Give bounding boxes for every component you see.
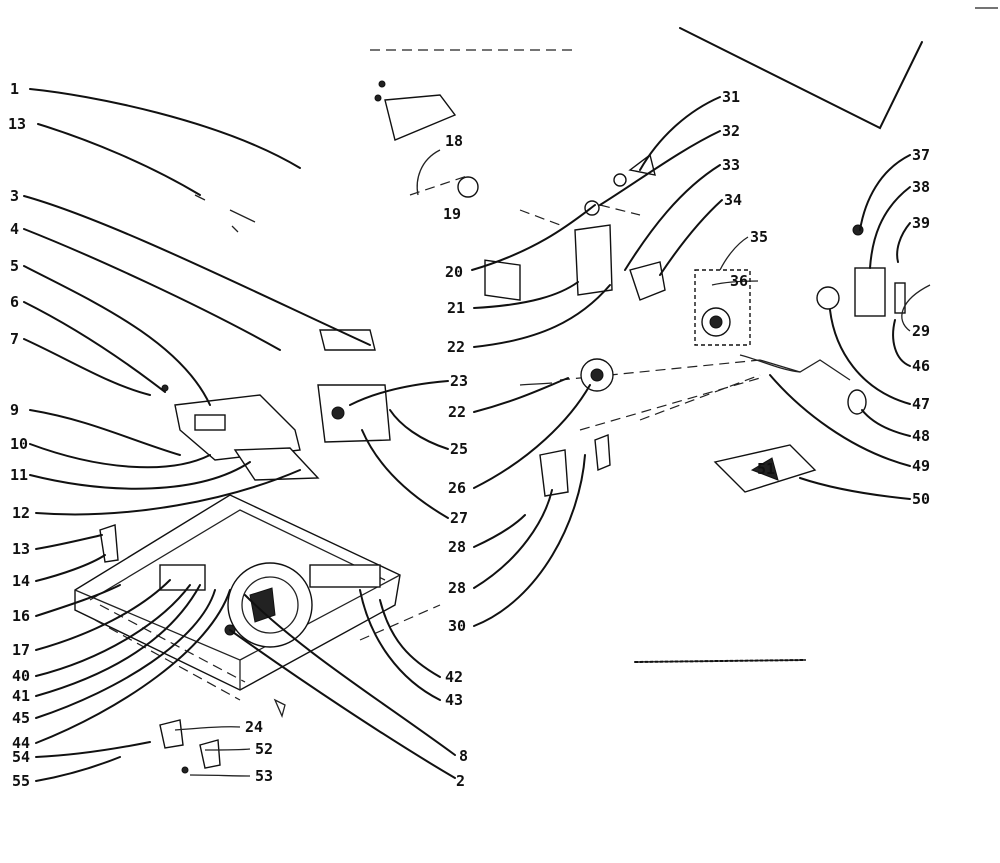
callout-54: 54 bbox=[12, 748, 30, 766]
callout-3: 3 bbox=[10, 187, 19, 205]
part-terminal-housing bbox=[161, 384, 320, 481]
callout-35: 35 bbox=[750, 228, 768, 246]
callout-11: 11 bbox=[10, 466, 28, 484]
part-cover-plate bbox=[374, 80, 457, 141]
callout-4: 4 bbox=[10, 220, 19, 238]
part-motor-bracket bbox=[409, 174, 641, 301]
callout-51: 51 bbox=[757, 460, 775, 478]
callout-45: 45 bbox=[12, 709, 30, 727]
part-base-housing bbox=[74, 494, 441, 701]
callout-42: 42 bbox=[445, 668, 463, 686]
callout-34: 34 bbox=[724, 191, 742, 209]
leader-lines bbox=[23, 88, 931, 782]
callout-14: 14 bbox=[12, 572, 30, 590]
callout-50: 50 bbox=[912, 490, 930, 508]
part-shaft-assembly bbox=[539, 358, 851, 497]
callout-20: 20 bbox=[445, 263, 463, 281]
rule-lines bbox=[370, 7, 998, 663]
callout-24: 24 bbox=[245, 718, 263, 736]
callout-26: 26 bbox=[448, 479, 466, 497]
callout-23: 23 bbox=[450, 372, 468, 390]
callout-12: 12 bbox=[12, 504, 30, 522]
callout-2: 2 bbox=[456, 772, 465, 790]
callout-33: 33 bbox=[722, 156, 740, 174]
callout-labels: 1 13 3 4 5 6 7 9 10 11 12 13 14 16 17 40… bbox=[8, 80, 930, 790]
callout-22: 22 bbox=[448, 403, 466, 421]
callout-21: 21 bbox=[447, 299, 465, 317]
callout-52: 52 bbox=[255, 740, 273, 758]
callout-1: 1 bbox=[10, 80, 19, 98]
callout-43: 43 bbox=[445, 691, 463, 709]
callout-32: 32 bbox=[722, 122, 740, 140]
callout-8: 8 bbox=[459, 747, 468, 765]
callout-40: 40 bbox=[12, 667, 30, 685]
callout-7: 7 bbox=[10, 330, 19, 348]
callout-5: 5 bbox=[10, 257, 19, 275]
callout-47: 47 bbox=[912, 395, 930, 413]
callout-10: 10 bbox=[10, 435, 28, 453]
callout-48: 48 bbox=[912, 427, 930, 445]
callout-53: 53 bbox=[255, 767, 273, 785]
callout-16: 16 bbox=[12, 607, 30, 625]
callout-29-right: 29 bbox=[912, 322, 930, 340]
callout-29: 28 bbox=[448, 579, 466, 597]
part-relay-block bbox=[317, 329, 391, 443]
callout-36: 36 bbox=[730, 272, 748, 290]
callout-31: 31 bbox=[722, 88, 740, 106]
callout-37: 37 bbox=[912, 146, 930, 164]
callout-27: 27 bbox=[450, 509, 468, 527]
callout-41: 41 bbox=[12, 687, 30, 705]
callout-6: 6 bbox=[10, 293, 19, 311]
callout-18: 18 bbox=[445, 132, 463, 150]
callout-13: 13 bbox=[12, 540, 30, 558]
callout-13-top: 13 bbox=[8, 115, 26, 133]
callout-19: 19 bbox=[443, 205, 461, 223]
callout-25: 25 bbox=[450, 440, 468, 458]
callout-9: 9 bbox=[10, 401, 19, 419]
callout-49: 49 bbox=[912, 457, 930, 475]
part-switch-right bbox=[816, 224, 906, 415]
callout-30: 30 bbox=[448, 617, 466, 635]
callout-17: 17 bbox=[12, 641, 30, 659]
callout-55: 55 bbox=[12, 772, 30, 790]
callout-28: 28 bbox=[448, 538, 466, 556]
part-plate-50 bbox=[713, 444, 817, 493]
callout-44: 44 bbox=[12, 734, 30, 752]
callout-38: 38 bbox=[912, 178, 930, 196]
part-bracket-small bbox=[194, 194, 256, 233]
callout-22-top: 22 bbox=[447, 338, 465, 356]
callout-46: 46 bbox=[912, 357, 930, 375]
callout-39: 39 bbox=[912, 214, 930, 232]
part-small-parts bbox=[99, 524, 286, 774]
